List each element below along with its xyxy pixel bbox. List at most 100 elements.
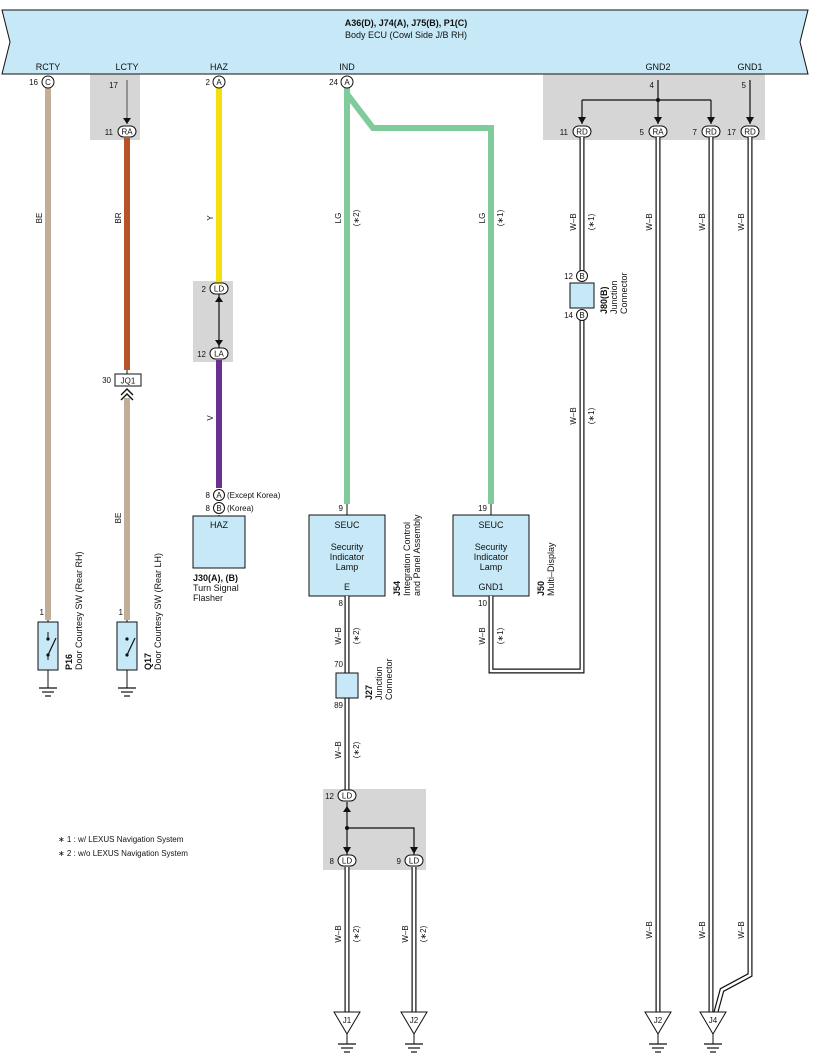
pin-8-b: 8 [206, 504, 211, 513]
wire-label-wb-rd7: W–B [698, 213, 707, 230]
ground-j4-label: J4 [709, 1016, 718, 1025]
pin-8-e: 8 [339, 599, 344, 608]
j27-code: J27 [364, 685, 374, 700]
connector-a-ind [340, 75, 354, 89]
connector-jq1 [114, 373, 142, 387]
wire-label-wb-j80: W–B [569, 407, 578, 424]
j50-multi-display: SEUC Security Indicator Lamp GND1 [452, 514, 530, 597]
j54-lamp: Lamp [336, 562, 359, 572]
j54-name-2: and Panel Assembly [412, 514, 422, 596]
wire-label-wb-rd11: W–B [569, 213, 578, 230]
connector-ra-5-label: RA [652, 128, 664, 137]
connector-a-ind-label: A [344, 78, 350, 87]
wire-label-wb-gnd-rd7-bottom: W–B [698, 921, 707, 938]
j50-gnd1: GND1 [478, 582, 503, 592]
connector-c-label: C [45, 78, 51, 87]
wire-lg-ind [344, 88, 494, 515]
q17-name: Door Courtesy SW (Rear LH) [153, 553, 163, 670]
wire-label-lg-1: LG [334, 213, 343, 224]
j30-code: J30(A), (B) [193, 573, 238, 583]
j27-name-2: Connector [384, 658, 394, 700]
j50-code: J50 [536, 581, 546, 596]
j50-name: Multi–Display [546, 542, 556, 596]
wire-y-v-haz [215, 88, 223, 520]
j50-seuc: SEUC [478, 520, 504, 530]
legend-note-2: ∗ 2 : w/o LEXUS Navigation System [58, 849, 188, 858]
terminal-rcty: RCTY [36, 62, 61, 72]
wire-label-be-2: BE [114, 513, 123, 524]
terminal-gnd2: GND2 [645, 62, 670, 72]
connector-c [41, 75, 55, 89]
p16-name: Door Courtesy SW (Rear RH) [74, 551, 84, 670]
wire-label-wb-j2a: W–B [401, 925, 410, 942]
j30-name-1: Turn Signal [193, 583, 239, 593]
wire-label-wb-j1: W–B [334, 925, 343, 942]
pin-9: 9 [339, 504, 344, 513]
legend-note-1: ∗ 1 : w/ LEXUS Navigation System [58, 835, 184, 844]
j30-turn-signal-flasher: HAZ J30(A), (B) Turn Signal Flasher [192, 515, 246, 603]
ground-j2-a [400, 1011, 428, 1053]
connector-ld-8 [337, 854, 357, 867]
pin-11-lcty: 11 [105, 128, 114, 137]
j54-e: E [344, 582, 350, 592]
wire-label-wb-ra5: W–B [645, 213, 654, 230]
j54-name-1: Integration Control [402, 522, 412, 596]
pin-70: 70 [334, 660, 343, 669]
connector-a-j30 [213, 489, 225, 501]
pin-19: 19 [478, 504, 487, 513]
connector-b-j30 [213, 502, 225, 514]
pin-8-ld: 8 [330, 857, 335, 866]
connector-ld-8-label: LD [342, 857, 352, 866]
connector-b-12-label: B [579, 272, 584, 281]
j80-name-2: Connector [619, 272, 629, 314]
connector-b-j30-label: B [216, 504, 221, 513]
note-n2-wb-j27: (∗2) [352, 741, 361, 758]
pin-12-la: 12 [197, 350, 206, 359]
j27-name-1: Junction [374, 666, 384, 700]
connector-a-haz [212, 75, 226, 89]
terminal-haz: HAZ [210, 62, 229, 72]
connector-ld-haz-label: LD [214, 285, 224, 294]
connector-rd-7-label: RD [705, 128, 717, 137]
ground-j1 [333, 1011, 361, 1053]
note-except-korea: (Except Korea) [227, 491, 281, 500]
connector-ra-lcty-label: RA [121, 128, 133, 137]
pin-2-ld: 2 [202, 285, 207, 294]
wire-label-wb-j27: W–B [334, 741, 343, 758]
connector-rd-11-label: RD [576, 128, 588, 137]
note-korea: (Korea) [227, 504, 254, 513]
pin-2-haz: 2 [206, 78, 211, 87]
wire-label-be-1: BE [35, 213, 44, 224]
j50-indicator: Indicator [474, 552, 509, 562]
gnd-splice [578, 80, 754, 124]
j54-indicator: Indicator [330, 552, 365, 562]
p16-code: P16 [64, 654, 74, 670]
connector-jq1-label: JQ1 [121, 377, 136, 386]
pin-17-lcty: 17 [109, 81, 118, 90]
connector-ld-12 [337, 789, 357, 802]
pin-8-a: 8 [206, 491, 211, 500]
note-n1-wb-j50: (∗1) [496, 627, 505, 644]
j80-name-1: Junction [609, 280, 619, 314]
pin-89: 89 [334, 701, 343, 710]
pin-1-p16: 1 [40, 608, 45, 617]
connector-a-haz-label: A [216, 78, 222, 87]
j50-lamp: Lamp [480, 562, 503, 572]
ground-j2-a-label: J2 [410, 1016, 419, 1025]
wire-br-lcty [120, 80, 134, 632]
wire-label-y: Y [206, 215, 215, 221]
pin-17-rd: 17 [727, 128, 736, 137]
connector-ld-12-label: LD [342, 792, 352, 801]
terminal-ind: IND [339, 62, 355, 72]
wire-label-wb-j50: W–B [478, 627, 487, 644]
pin-5-ra: 5 [640, 128, 645, 137]
ground-j2-b-label: J2 [654, 1016, 663, 1025]
ld-splice [343, 802, 418, 856]
ground-j1-label: J1 [343, 1016, 352, 1025]
j30-name-2: Flasher [193, 593, 223, 603]
pin-30: 30 [102, 376, 111, 385]
switch-p16 [37, 621, 59, 697]
note-n2-wb-j54: (∗2) [352, 627, 361, 644]
connector-ld-9-label: LD [409, 857, 419, 866]
